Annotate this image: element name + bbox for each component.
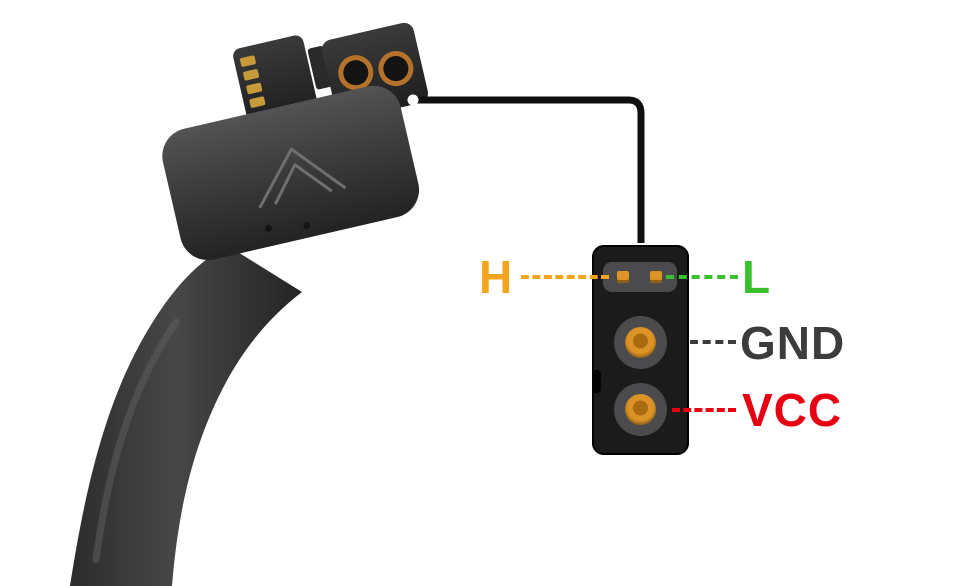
h-leader-line (521, 275, 609, 279)
plug-step (307, 46, 332, 90)
connector-notch (592, 370, 601, 393)
gnd-pin (625, 327, 656, 358)
vcc-pin-hole (614, 383, 667, 436)
brand-logo (258, 147, 347, 209)
l-signal-pin (650, 271, 662, 283)
plug-dot (303, 222, 311, 230)
signal-slot (603, 262, 677, 292)
gnd-leader-line (690, 340, 736, 344)
h-signal-pin (617, 271, 629, 283)
label-l: L (742, 251, 772, 303)
connector-schematic (592, 245, 689, 455)
plug-dot (265, 224, 273, 232)
gnd-pin-hole (614, 316, 667, 369)
plug-gold-pin (246, 82, 263, 95)
plug-gold-pin (240, 55, 256, 67)
label-h: H (479, 251, 514, 303)
plug-gold-pin (249, 96, 266, 108)
cable-body (70, 246, 302, 586)
plug-socket-hole (338, 55, 374, 91)
plug-gold-pin (243, 69, 260, 81)
vcc-leader-line (672, 408, 736, 412)
vcc-pin (625, 394, 656, 425)
label-vcc: VCC (742, 384, 843, 436)
callout-anchor-dot (407, 94, 419, 106)
cable-highlight (92, 318, 180, 564)
label-gnd: GND (740, 317, 846, 369)
callout-line (413, 96, 645, 243)
plug-socket-hole (378, 51, 414, 87)
connector-plug (162, 22, 429, 261)
l-leader-line (666, 275, 738, 279)
